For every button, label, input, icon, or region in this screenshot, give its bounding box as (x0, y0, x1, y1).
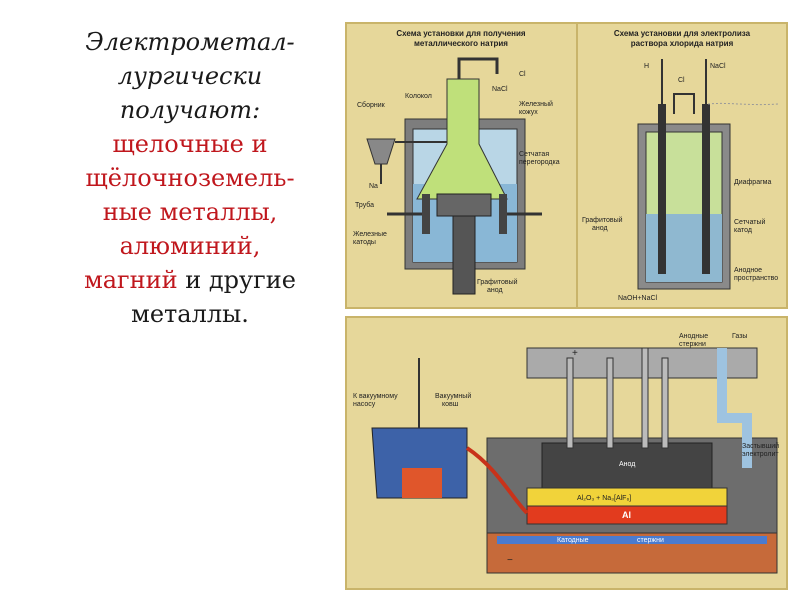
label-naoh: NaOH+NaCl (618, 295, 658, 302)
text-line-4: щелочные и (112, 130, 268, 158)
title-line-2: металлического натрия (414, 39, 508, 48)
label-katody-1: Железные (353, 231, 387, 238)
aluminium-diagram: К вакуумному насосу Вакуумный ковш Анодн… (353, 333, 779, 574)
text-line-2: лургически (117, 62, 263, 90)
label-plus: + (572, 348, 578, 359)
label-minus: − (507, 555, 513, 566)
chlorine-pipe (457, 57, 499, 79)
label-anodnoe-1: Анодное (734, 267, 762, 274)
label-setch-2: катод (734, 227, 752, 234)
label-vakuum-1: К вакуумному (353, 393, 398, 400)
label-anod-1: Графитовый (477, 278, 518, 286)
text-line-1: Электрометал- (85, 28, 295, 56)
label-na: Na (369, 183, 378, 190)
label-kozhukh-1: Железный (519, 100, 553, 108)
text-line-8: магний и другие (40, 263, 340, 297)
label-zastyv-2: электролит (742, 451, 779, 458)
label-nacl: NaCl (492, 86, 508, 93)
cathode-right (499, 194, 507, 234)
title-line-1: Схема установки для электролиза (614, 29, 751, 38)
wavy-line (707, 102, 779, 106)
cathode-bar (497, 536, 767, 544)
collector (366, 138, 396, 165)
label-anod: Анод (619, 461, 635, 468)
panel-aluminium-electrolysis: К вакуумному насосу Вакуумный ковш Анодн… (345, 316, 788, 590)
text-line-7: алюминий, (119, 232, 261, 260)
label-kovsh-2: ковш (442, 401, 459, 408)
label-al: Al (622, 510, 631, 520)
anode-block (541, 442, 713, 489)
anode-rod-right (702, 104, 710, 274)
text-line-9: металлы. (131, 300, 249, 328)
label-kovsh-1: Вакуумный (435, 392, 471, 400)
panel-nacl-electrolysis: Схема установки для электролиза раствора… (576, 22, 788, 309)
anode-rod-1 (566, 357, 574, 449)
label-kozhukh-2: кожух (519, 109, 538, 116)
sodium-diagram: Схема установки для получения металличес… (353, 29, 560, 295)
electrolysis-diagram: Схема установки для электролиза раствора… (582, 29, 779, 302)
gas-pipe (717, 348, 752, 468)
label-graf-2: анод (592, 225, 608, 232)
label-katodnye: Катодные (557, 537, 589, 544)
label-zastyv-1: Застывший (742, 442, 779, 450)
panel-sodium-production: Схема установки для получения металличес… (345, 22, 578, 309)
text-line-8-red: магний (84, 266, 178, 294)
label-anod-sterzh-1: Анодные (679, 333, 708, 340)
title-line-2: раствора хлорида натрия (631, 39, 734, 48)
label-setch-1: Сетчатая (519, 151, 549, 158)
anode-rod-2 (606, 357, 614, 449)
label-setch-1: Сетчатый (734, 218, 766, 226)
label-nacl: NaCl (710, 63, 726, 70)
anode-rod-left (658, 104, 666, 274)
label-diafragma: Диафрагма (734, 179, 771, 186)
ladle-metal (402, 468, 442, 498)
label-sterzhni: стержни (637, 537, 664, 544)
label-h2: H (644, 63, 649, 70)
aluminium-layer (526, 505, 728, 525)
cl2-pipe (673, 93, 695, 114)
label-anodnoe-2: пространство (734, 275, 778, 282)
text-line-6: ные металлы, (102, 198, 278, 226)
label-vakuum-2: насосу (353, 401, 376, 408)
vacuum-ladle (371, 427, 468, 499)
label-cl: Cl (519, 71, 526, 78)
label-setch-2: перегородка (519, 159, 560, 166)
cathode-left (422, 194, 430, 234)
label-anod-2: анод (487, 287, 503, 294)
anode-rod-4 (661, 357, 669, 449)
label-truba: Труба (355, 201, 374, 209)
anode-rod-3 (641, 347, 649, 449)
text-line-3: получают: (119, 96, 261, 124)
label-anod-sterzh-2: стержни (679, 341, 706, 348)
solution-lower (646, 214, 722, 282)
label-formula: Al₂O₃ + Na₃[AlF₆] (577, 495, 631, 502)
label-katody-2: катоды (353, 239, 376, 246)
label-cl2: Cl (678, 77, 685, 84)
label-sbornik: Сборник (357, 101, 386, 109)
siphon-pipe (465, 446, 529, 515)
label-kolokol: Колокол (405, 93, 432, 100)
text-line-5: щёлочноземель- (85, 164, 295, 192)
label-graf-1: Графитовый (582, 216, 623, 224)
text-line-8-rest: и другие (177, 266, 296, 294)
anode-head (436, 193, 492, 217)
label-gazy: Газы (732, 333, 747, 340)
slide-text: Электрометал- лургически получают: щелоч… (40, 25, 340, 331)
title-line-1: Схема установки для получения (396, 29, 526, 38)
